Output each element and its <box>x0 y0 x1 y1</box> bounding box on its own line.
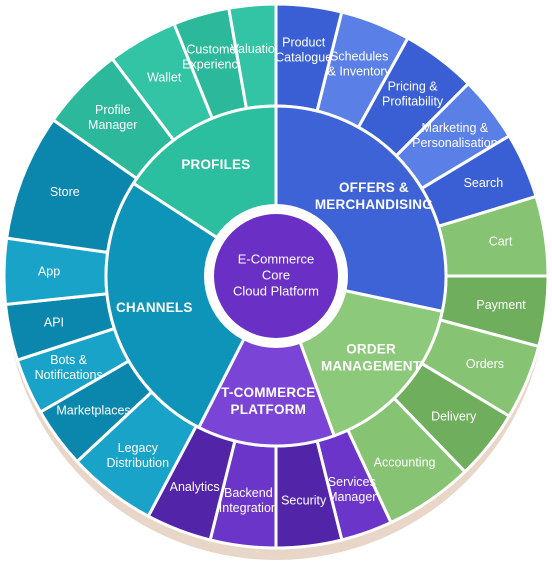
core-disc <box>214 214 338 338</box>
segment-pricing-profitability-label-line: Pricing & <box>388 80 439 94</box>
segment-orders-label: Orders <box>466 357 504 371</box>
segment-legacy-distribution-label-line: Distribution <box>107 456 170 470</box>
segment-product-catalogue-label-line: Catalogue <box>275 50 332 64</box>
segment-cart-label-line: Cart <box>489 235 513 249</box>
sector-orders-label-line: MANAGEMENT <box>321 359 422 374</box>
segment-services-manager-label-line: Services <box>328 475 376 489</box>
segment-bots-notifications-label-line: Notifications <box>35 368 103 382</box>
segment-payment-label: Payment <box>476 298 526 312</box>
segment-accounting-label: Accounting <box>374 455 436 469</box>
segment-wallet-label: Wallet <box>147 71 182 85</box>
segment-services-manager-label-line: Manager <box>327 490 376 504</box>
segment-api-label: API <box>44 315 64 329</box>
segment-store-label-line: Store <box>50 185 80 199</box>
segment-customer-experience-label-line: Customer <box>186 43 240 57</box>
segment-marketplaces-label-line: Marketplaces <box>56 403 130 417</box>
sector-tcommerce-label-line: PLATFORM <box>231 402 307 417</box>
segment-profile-manager-label-line: Manager <box>88 118 137 132</box>
sector-tcommerce-label-line: T-COMMERCE <box>221 385 315 400</box>
segment-marketplaces-label: Marketplaces <box>56 403 130 417</box>
segment-backend-integration-label-line: Integration <box>219 501 278 515</box>
segment-accounting-label-line: Accounting <box>374 455 436 469</box>
sector-channels-label: CHANNELS <box>116 300 193 315</box>
segment-payment-label-line: Payment <box>476 298 526 312</box>
sector-orders-label: ORDER MANAGEMENT <box>321 342 422 374</box>
segment-orders-label-line: Orders <box>466 357 504 371</box>
segment-marketing-personalisation-label-line: Marketing & <box>422 121 489 135</box>
segment-marketing-personalisation-label-line: Personalisation <box>412 136 498 150</box>
segment-security-label-line: Security <box>281 494 327 508</box>
segment-store-label: Store <box>50 185 80 199</box>
segment-bots-notifications-label-line: Bots & <box>50 353 87 367</box>
core-label-line: Cloud Platform <box>233 283 319 298</box>
core-label-line: Core <box>262 267 290 282</box>
segment-profile-manager-label-line: Profile <box>95 103 130 117</box>
segment-api-label-line: API <box>44 315 64 329</box>
segment-delivery-label-line: Delivery <box>431 410 477 424</box>
segment-app-label-line: App <box>38 264 60 278</box>
sector-channels-label-line: CHANNELS <box>116 300 193 315</box>
sector-profiles-label-line: PROFILES <box>181 157 250 172</box>
segment-valuation-label-line: Valuation <box>231 42 282 56</box>
segment-security-label: Security <box>281 494 327 508</box>
segment-delivery-label: Delivery <box>431 410 477 424</box>
segment-schedules-inventory-label-line: Schedules <box>330 50 388 64</box>
segment-analytics-label: Analytics <box>170 480 220 494</box>
segment-search-label-line: Search <box>464 176 504 190</box>
segment-search-label: Search <box>464 176 504 190</box>
segment-backend-integration-label-line: Backend <box>224 486 273 500</box>
sector-orders-label-line: ORDER <box>346 342 396 357</box>
segment-cart-label: Cart <box>489 235 513 249</box>
segment-schedules-inventory-label-line: & Inventory <box>328 65 392 79</box>
segment-product-catalogue-label-line: Product <box>282 35 326 49</box>
segment-customer-experience-label-line: Experience <box>182 58 245 72</box>
segment-wallet-label-line: Wallet <box>147 71 182 85</box>
sector-offers-label-line: OFFERS & <box>339 180 409 195</box>
sector-offers-label-line: MERCHANDISING <box>315 197 433 212</box>
sector-offers-label: OFFERS & MERCHANDISING <box>315 180 433 212</box>
segment-analytics-label-line: Analytics <box>170 480 220 494</box>
segment-pricing-profitability-label-line: Profitability <box>382 95 444 109</box>
segment-legacy-distribution-label-line: Legacy <box>118 441 159 455</box>
segment-app-label: App <box>38 264 60 278</box>
segment-valuation-label: Valuation <box>231 42 282 56</box>
sector-profiles-label: PROFILES <box>181 157 250 172</box>
segment-pricing-profitability-label: Pricing &Profitability <box>382 80 444 109</box>
segment-schedules-inventory-label: Schedules& Inventory <box>328 50 392 79</box>
segment-bots-notifications-label: Bots &Notifications <box>35 353 103 382</box>
segment-marketing-personalisation-label: Marketing &Personalisation <box>412 121 498 150</box>
core-label-line: E-Commerce <box>238 251 315 266</box>
inner-ring: PROFILES OFFERS & MERCHANDISING ORDER MANAGE… <box>104 104 448 448</box>
sector-tcommerce-label: T-COMMERCE PLATFORM <box>221 385 315 417</box>
